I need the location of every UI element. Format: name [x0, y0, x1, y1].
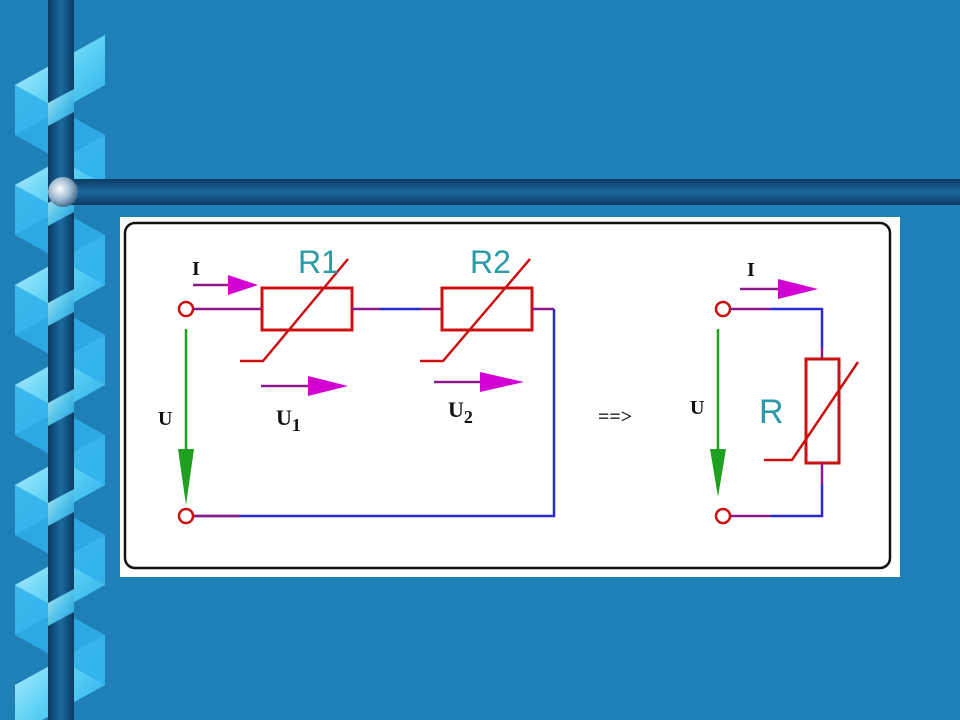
terminal-bottom-left — [177, 507, 195, 525]
terminal-top-right — [714, 300, 732, 318]
r-label: R — [759, 393, 784, 431]
voltage-label-left: U — [158, 408, 172, 430]
u1-subscript: 1 — [292, 415, 301, 435]
current-label-left: I — [192, 258, 200, 280]
voltage-label-right: U — [690, 397, 704, 419]
equivalence-arrow: ==> — [598, 406, 632, 428]
bar-knob — [48, 177, 78, 207]
r2-label: R2 — [470, 244, 511, 280]
u1-label: U1 — [276, 405, 301, 435]
horizontal-bar — [60, 179, 960, 205]
diagram-frame: I U R1 R2 U1 U2 ==> — [120, 217, 900, 577]
r1-nonlinear-line — [240, 258, 349, 363]
right-circuit: I U R — [690, 259, 860, 525]
diagram-border — [123, 221, 892, 570]
terminal-bottom-right — [714, 507, 732, 525]
circuit-diagram: I U R1 R2 U1 U2 ==> — [123, 221, 892, 570]
r-nonlinear-line — [764, 361, 860, 462]
u2-subscript: 2 — [464, 407, 473, 427]
terminal-top-left — [177, 300, 195, 318]
current-label-right: I — [747, 259, 755, 281]
left-circuit: I U R1 R2 U1 U2 — [158, 244, 556, 525]
r1-label: R1 — [298, 244, 339, 280]
r2-nonlinear-line — [420, 258, 531, 363]
u2-label: U2 — [448, 397, 473, 427]
